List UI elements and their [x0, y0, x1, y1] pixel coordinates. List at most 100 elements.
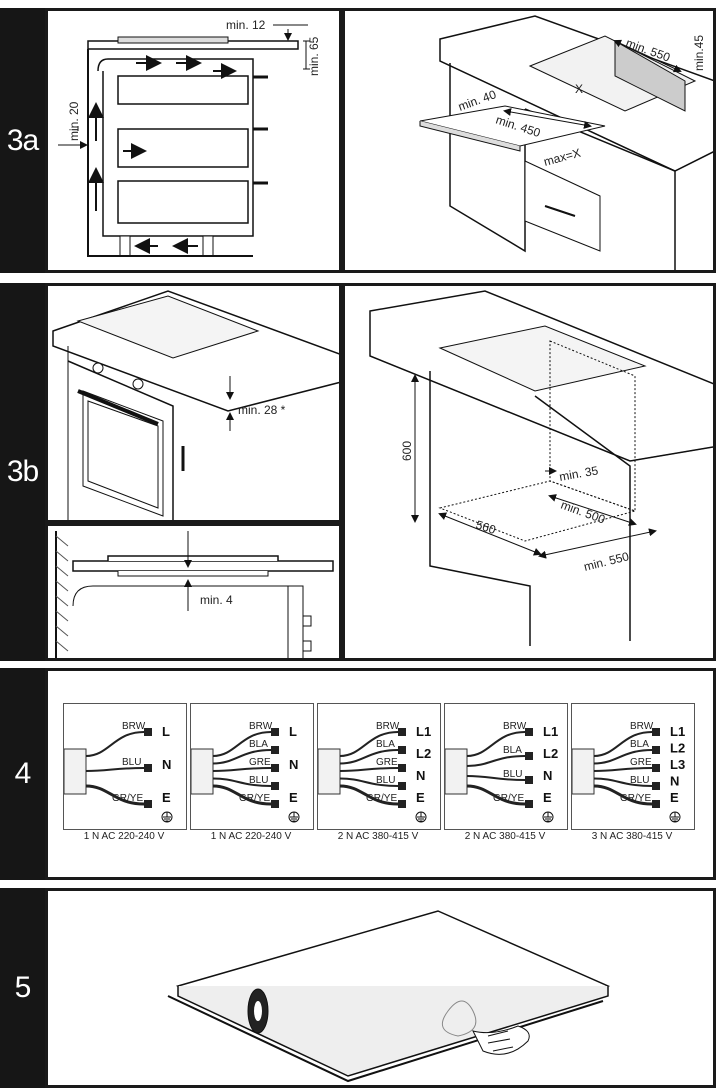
panel-3b-cabinet: 600 min. 35 560 min. 500 min. 550	[342, 283, 716, 661]
wire	[339, 777, 399, 787]
wire-terminal-block	[525, 752, 533, 760]
terminal-letter: L	[162, 724, 170, 739]
section-label-4: 4	[0, 668, 45, 880]
terminal-letter: L	[289, 724, 297, 739]
wire-label: BRW	[630, 721, 654, 732]
wire	[212, 749, 272, 765]
wire	[212, 777, 272, 787]
wire-label: BLA	[503, 745, 522, 756]
oven-under-hob-diagram: min. 28 *	[52, 290, 339, 520]
section-label-5: 5	[0, 888, 45, 1088]
wire	[593, 777, 653, 787]
hob-gap-diagram: min. 4	[55, 531, 334, 658]
wire	[466, 784, 526, 806]
wire-label: GR/YE	[620, 793, 651, 804]
wire-terminal-block	[652, 728, 660, 736]
wire-terminal-block	[398, 782, 406, 790]
section-label-3b: 3b	[0, 283, 45, 661]
terminal-letter: L2	[416, 746, 431, 761]
wire-terminal-block	[271, 728, 279, 736]
wire-terminal-block	[525, 800, 533, 808]
wire	[212, 784, 272, 806]
wire-terminal-block	[271, 782, 279, 790]
terminal-letter: N	[543, 768, 552, 783]
wire-label: BRW	[503, 721, 527, 732]
terminal-letter: N	[162, 757, 171, 772]
label-min20: min. 20	[67, 101, 81, 141]
terminal-letter: N	[670, 774, 679, 789]
wire-terminal-block	[144, 728, 152, 736]
wire-label: GR/YE	[366, 793, 397, 804]
earth-icon	[669, 811, 681, 823]
label-min28: min. 28 *	[238, 403, 286, 417]
wire-label: BRW	[249, 721, 273, 732]
terminal-letter: E	[416, 790, 425, 805]
wire	[466, 755, 526, 767]
wire-label: GRE	[249, 757, 271, 768]
section-3a: 3a	[0, 8, 716, 273]
terminal-letter: N	[289, 757, 298, 772]
wiring-caption: 2 N AC 380-415 V	[337, 831, 419, 842]
wire-label: GR/YE	[493, 793, 524, 804]
airflow-diagram: min. 12 min. 65 min. 20	[58, 18, 321, 257]
terminal-letter: L3	[670, 757, 685, 772]
label-min12: min. 12	[226, 18, 266, 32]
wire-label: BRW	[122, 721, 146, 732]
wire-terminal-block	[652, 782, 660, 790]
terminal-letter: E	[289, 790, 298, 805]
wire-terminal-block	[525, 776, 533, 784]
wire	[339, 767, 399, 772]
wire-label: GR/YE	[112, 793, 143, 804]
earth-icon	[161, 811, 173, 823]
wire	[212, 731, 272, 757]
wire	[339, 731, 399, 757]
wire	[339, 784, 399, 806]
wire	[593, 767, 653, 772]
wire	[466, 731, 526, 757]
panel-3a-worktop: X min. 550 min.45 min. 40 min. 450 max=X	[342, 8, 716, 273]
wire-terminal-block	[652, 764, 660, 772]
cabinet-dimensions-diagram: 600 min. 35 560 min. 500 min. 550	[369, 290, 713, 646]
terminal-letter: L1	[543, 724, 558, 739]
label-maxx: max=X	[542, 146, 582, 169]
wire	[212, 767, 272, 772]
wiring-caption: 1 N AC 220-240 V	[210, 831, 292, 842]
wire-terminal-block	[271, 746, 279, 754]
worktop-cutout-diagram: X min. 550 min.45 min. 40 min. 450 max=X	[419, 15, 713, 270]
panel-3a-airflow: min. 12 min. 65 min. 20	[45, 8, 342, 273]
wire-label: BLA	[630, 739, 649, 750]
label-min4: min. 4	[200, 593, 233, 607]
terminal-letter: E	[162, 790, 171, 805]
terminal-letter: L2	[670, 741, 685, 756]
wiring-schematic: BRW BLU GR/YE L N E	[64, 721, 173, 823]
terminal-letter: E	[670, 790, 679, 805]
section-label-3a: 3a	[0, 8, 45, 273]
terminal-letter: L1	[416, 724, 431, 739]
wire-terminal-block	[271, 800, 279, 808]
wire	[466, 775, 526, 781]
wire-terminal-block	[525, 728, 533, 736]
wiring-caption: 2 N AC 380-415 V	[464, 831, 546, 842]
wire-label: BLU	[122, 757, 141, 768]
wire-terminal-block	[144, 800, 152, 808]
wiring-card: BRW BLU GR/YE L N E	[63, 703, 187, 830]
wire	[85, 767, 145, 772]
wiring-caption: 1 N AC 220-240 V	[83, 831, 165, 842]
wire-terminal-block	[652, 746, 660, 754]
terminal-letter: L1	[670, 724, 685, 739]
label-min45: min.45	[692, 35, 706, 71]
wire	[85, 731, 145, 757]
label-min35: min. 35	[558, 463, 600, 484]
earth-icon	[415, 811, 427, 823]
wire-terminal-block	[652, 800, 660, 808]
